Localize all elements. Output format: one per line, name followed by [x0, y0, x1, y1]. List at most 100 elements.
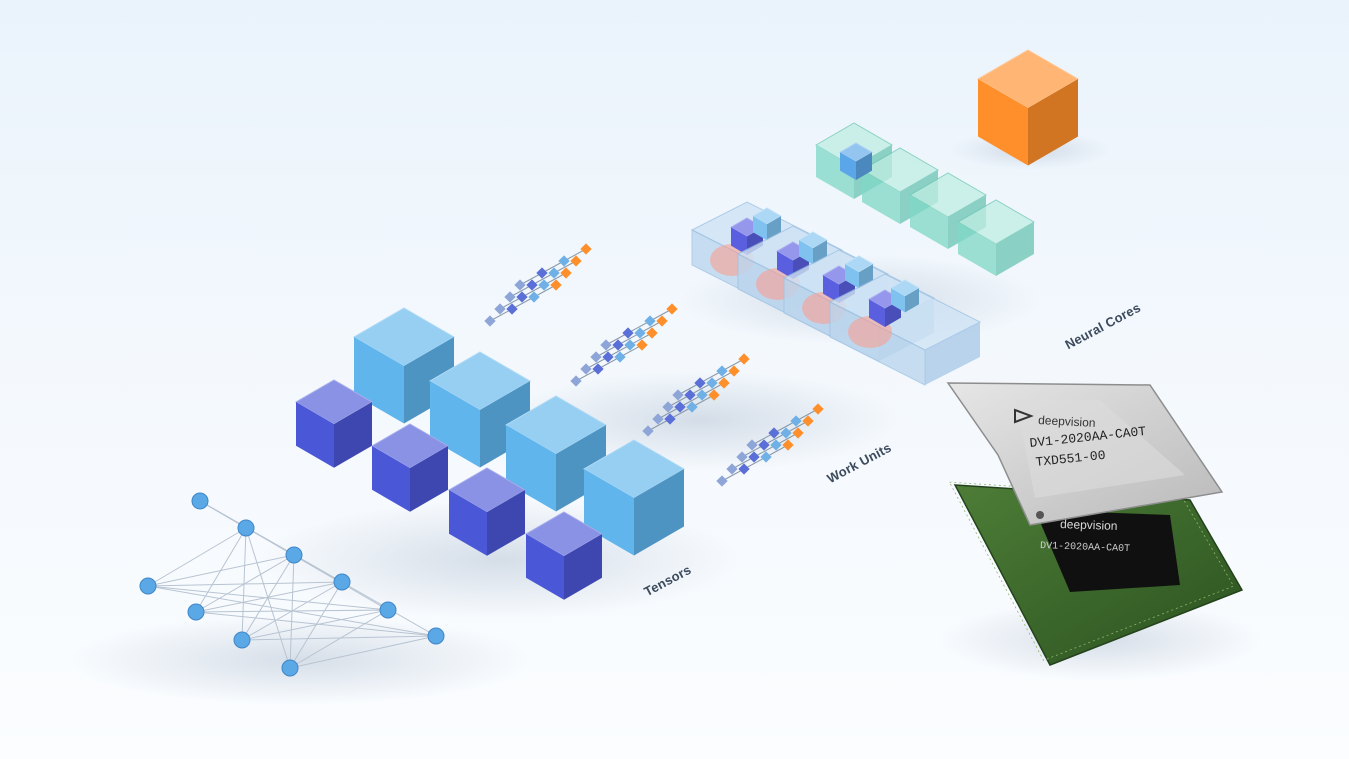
work-unit-node: [738, 353, 750, 365]
work-unit-node: [812, 403, 824, 415]
work-unit-node: [694, 377, 706, 389]
network-node: [233, 631, 251, 649]
work-unit-node: [656, 315, 668, 327]
work-unit-node: [622, 327, 634, 339]
tensor-cube-light: [429, 351, 531, 468]
work-unit-node: [780, 427, 792, 439]
network-node: [427, 627, 445, 645]
work-unit: [570, 303, 678, 387]
work-unit-node: [674, 401, 686, 413]
work-unit-node: [494, 303, 506, 315]
work-unit: [484, 243, 592, 327]
work-unit-node: [748, 451, 760, 463]
work-unit-node: [634, 327, 646, 339]
network-node: [285, 546, 303, 564]
work-unit-node: [706, 377, 718, 389]
work-unit-node: [686, 401, 698, 413]
work-unit-node: [792, 427, 804, 439]
work-unit-node: [506, 303, 518, 315]
work-unit-node: [550, 279, 562, 291]
work-unit: [642, 353, 750, 437]
work-unit-node: [560, 267, 572, 279]
core-cube-blue: [752, 207, 782, 241]
chip-lid: deepvision DV1-2020AA-CA0T TXD551-00: [946, 382, 1224, 526]
work-unit-node: [570, 255, 582, 267]
work-unit-node: [580, 363, 592, 375]
neural-core-block: [957, 199, 1035, 276]
work-unit-node: [642, 425, 654, 437]
work-unit: [716, 403, 824, 487]
work-unit-node: [504, 291, 516, 303]
die-brand-text: deepvision: [1060, 517, 1118, 533]
work-unit-node: [746, 439, 758, 451]
network-node: [333, 573, 351, 591]
core-highlight-cube: [839, 142, 873, 180]
lid-part-line2: TXD551-00: [1035, 448, 1106, 470]
work-unit-node: [684, 389, 696, 401]
core-cube-blue: [798, 231, 828, 265]
work-unit-node: [718, 377, 730, 389]
work-unit-node: [664, 413, 676, 425]
work-unit-node: [624, 339, 636, 351]
tensor-cube-light: [583, 439, 685, 556]
work-unit-node: [770, 439, 782, 451]
lid-brand-text: deepvision: [1038, 413, 1096, 430]
work-unit-node: [602, 351, 614, 363]
neural-network-graph: [139, 492, 445, 677]
work-unit-node: [768, 427, 780, 439]
work-unit-node: [612, 339, 624, 351]
work-unit-node: [528, 291, 540, 303]
work-unit-node: [662, 401, 674, 413]
work-unit-node: [666, 303, 678, 315]
work-unit-node: [652, 413, 664, 425]
work-unit-node: [538, 279, 550, 291]
work-unit-node: [516, 291, 528, 303]
work-unit-node: [758, 439, 770, 451]
tensor-cube-light: [505, 395, 607, 512]
tensor-cube-dark: [371, 423, 449, 512]
work-unit-node: [802, 415, 814, 427]
work-unit-node: [644, 315, 656, 327]
work-unit-node: [614, 351, 626, 363]
work-unit-node: [570, 375, 582, 387]
work-unit-node: [736, 451, 748, 463]
work-unit-node: [646, 327, 658, 339]
neural-cores-group: [690, 122, 1035, 386]
deepvision-logo-icon: [1014, 408, 1034, 424]
work-unit-node: [580, 243, 592, 255]
network-node: [237, 519, 255, 537]
work-unit-node: [782, 439, 794, 451]
work-unit-node: [514, 279, 526, 291]
pin1-marker: [1036, 511, 1044, 519]
core-tray: [828, 273, 982, 386]
work-unit-node: [484, 315, 496, 327]
tensors-cube-group: [295, 307, 685, 600]
work-unit-node: [636, 339, 648, 351]
work-unit-node: [708, 389, 720, 401]
work-unit-node: [716, 365, 728, 377]
chip-die: [1035, 510, 1180, 592]
work-unit-node: [696, 389, 708, 401]
tensor-cube-light: [353, 307, 455, 424]
work-unit-node: [672, 389, 684, 401]
work-unit-node: [738, 463, 750, 475]
work-unit-node: [716, 475, 728, 487]
work-unit-node: [558, 255, 570, 267]
tensor-cube-dark: [525, 511, 603, 600]
work-unit-node: [728, 365, 740, 377]
work-unit-node: [760, 451, 772, 463]
core-cube-blue: [844, 255, 874, 289]
work-unit-node: [790, 415, 802, 427]
work-unit-node: [590, 351, 602, 363]
core-cube-blue: [890, 279, 920, 313]
orange-cube-shape: [977, 49, 1079, 166]
network-node: [187, 603, 205, 621]
work-unit-node: [548, 267, 560, 279]
network-shadow: [70, 615, 530, 705]
work-unit-node: [726, 463, 738, 475]
orange-cube: [977, 49, 1079, 166]
work-units-group: [484, 243, 824, 487]
network-node: [379, 601, 397, 619]
tensor-cube-dark: [295, 379, 373, 468]
